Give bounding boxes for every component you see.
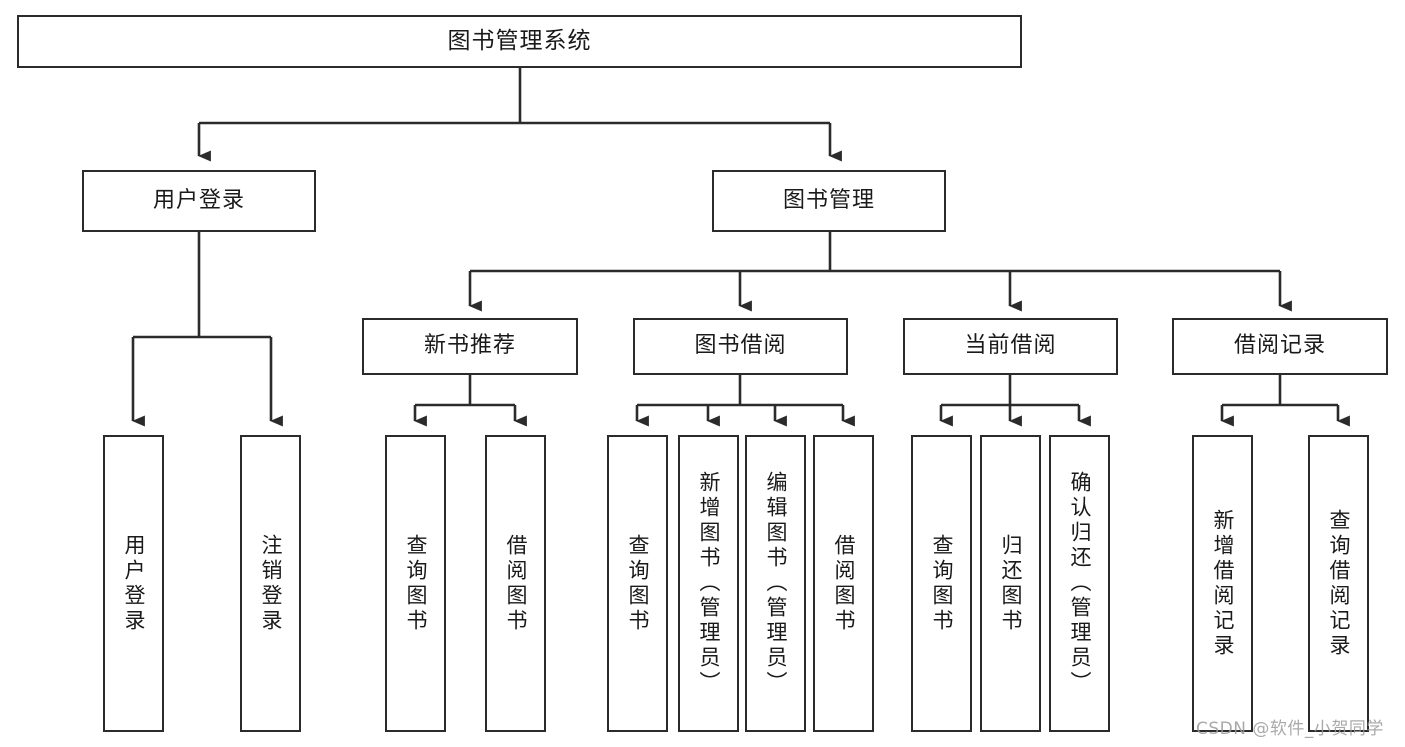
- node-current-borrow-label: 当前借阅: [964, 333, 1057, 359]
- node-leaf-return-book[interactable]: 归还图书: [980, 435, 1041, 732]
- node-new-book-recommend[interactable]: 新书推荐: [362, 318, 578, 375]
- node-book-manage-label: 图书管理: [782, 187, 875, 213]
- node-leaf-edit-book[interactable]: 编辑图书（管理员）: [745, 435, 806, 732]
- node-current-borrow[interactable]: 当前借阅: [903, 318, 1118, 375]
- node-user-login[interactable]: 用户登录: [82, 170, 316, 232]
- node-leaf-user-login[interactable]: 用户登录: [103, 435, 164, 732]
- node-leaf-user-login-label: 用户登录: [122, 533, 146, 634]
- node-leaf-query-book-1-label: 查询图书: [404, 533, 428, 634]
- node-leaf-borrow-book-1[interactable]: 借阅图书: [485, 435, 546, 732]
- node-leaf-edit-book-label: 编辑图书（管理员）: [764, 471, 788, 696]
- node-leaf-logout-login[interactable]: 注销登录: [240, 435, 301, 732]
- node-leaf-return-book-label: 归还图书: [999, 533, 1023, 634]
- node-leaf-add-record-label: 新增借阅记录: [1211, 508, 1235, 659]
- node-leaf-query-book-3-label: 查询图书: [930, 533, 954, 634]
- node-leaf-query-record[interactable]: 查询借阅记录: [1308, 435, 1369, 732]
- node-book-borrow-label: 图书借阅: [694, 333, 787, 359]
- node-user-login-label: 用户登录: [152, 187, 245, 213]
- node-root[interactable]: 图书管理系统: [17, 15, 1022, 68]
- node-leaf-logout-login-label: 注销登录: [259, 533, 283, 634]
- node-leaf-add-book[interactable]: 新增图书（管理员）: [678, 435, 739, 732]
- node-book-borrow[interactable]: 图书借阅: [633, 318, 848, 375]
- node-leaf-borrow-book-2[interactable]: 借阅图书: [813, 435, 874, 732]
- node-root-label: 图书管理系统: [447, 27, 592, 54]
- node-borrow-record-label: 借阅记录: [1233, 333, 1326, 359]
- node-leaf-add-record[interactable]: 新增借阅记录: [1192, 435, 1253, 732]
- node-borrow-record[interactable]: 借阅记录: [1172, 318, 1388, 375]
- node-leaf-query-record-label: 查询借阅记录: [1327, 508, 1351, 659]
- node-leaf-confirm-return-label: 确认归还（管理员）: [1068, 471, 1092, 696]
- node-leaf-borrow-book-2-label: 借阅图书: [832, 533, 856, 634]
- node-new-book-recommend-label: 新书推荐: [423, 333, 516, 359]
- node-leaf-query-book-2[interactable]: 查询图书: [607, 435, 668, 732]
- node-leaf-add-book-label: 新增图书（管理员）: [697, 471, 721, 696]
- node-leaf-borrow-book-1-label: 借阅图书: [504, 533, 528, 634]
- node-book-manage[interactable]: 图书管理: [712, 170, 946, 232]
- node-leaf-query-book-2-label: 查询图书: [626, 533, 650, 634]
- node-leaf-confirm-return[interactable]: 确认归还（管理员）: [1049, 435, 1110, 732]
- watermark-text: CSDN @软件_小贺同学: [1196, 719, 1384, 739]
- node-leaf-query-book-1[interactable]: 查询图书: [385, 435, 446, 732]
- node-leaf-query-book-3[interactable]: 查询图书: [911, 435, 972, 732]
